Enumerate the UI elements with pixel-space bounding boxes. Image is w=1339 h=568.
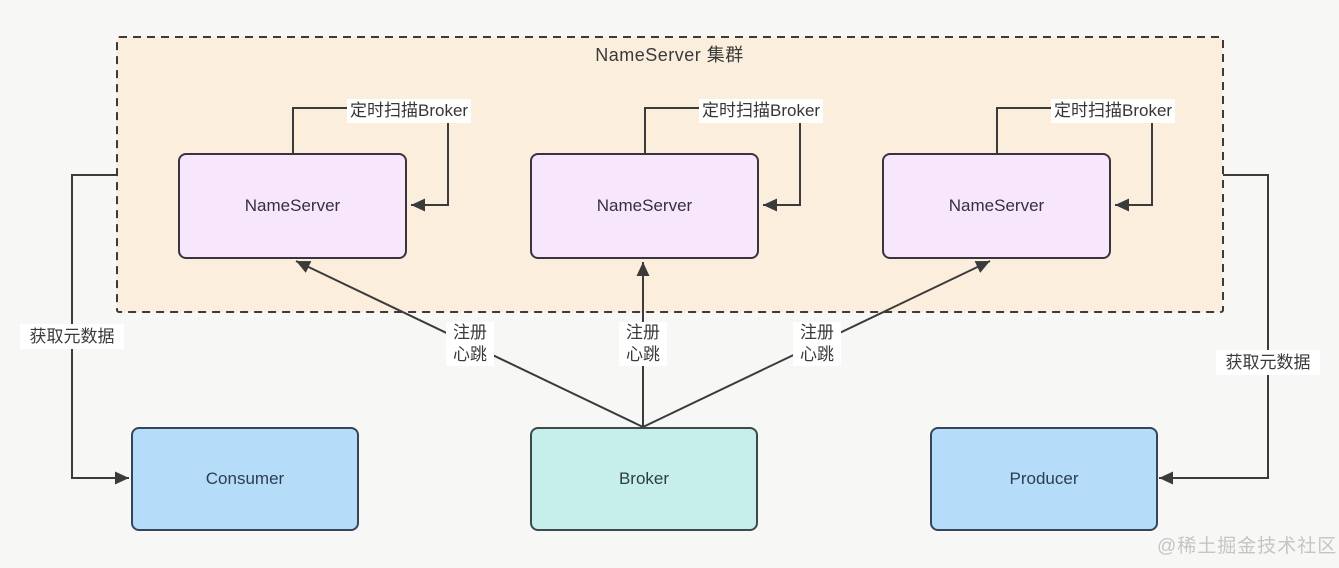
register-heartbeat-label-left: 注册 心跳: [446, 322, 494, 366]
consumer-node: Consumer: [131, 427, 359, 531]
edge-scan-loop-out-2: [644, 107, 704, 154]
cluster-title: NameServer 集群: [595, 45, 744, 65]
watermark: @稀土掘金技术社区: [1157, 536, 1338, 557]
broker-node-label: Broker: [618, 469, 670, 488]
edge-scan-loop-in-3: [1115, 122, 1153, 212]
producer-node-label: Producer: [1009, 469, 1079, 488]
heartbeat-label: 心跳: [793, 344, 841, 366]
register-heartbeat-label-middle: 注册 心跳: [619, 322, 667, 366]
edge-scan-loop-in-1: [411, 122, 449, 212]
register-label: 注册: [619, 322, 667, 344]
heartbeat-label: 心跳: [446, 344, 494, 366]
nameserver-node-label: NameServer: [948, 196, 1045, 215]
scan-broker-label-3: 定时扫描Broker: [1051, 99, 1176, 123]
nameserver-node-3: NameServer: [882, 153, 1111, 259]
heartbeat-label: 心跳: [619, 344, 667, 366]
edge-scan-loop-in-2: [763, 122, 801, 212]
register-heartbeat-label-right: 注册 心跳: [793, 322, 841, 366]
nameserver-node-2: NameServer: [530, 153, 759, 259]
nameserver-node-label: NameServer: [244, 196, 341, 215]
register-label: 注册: [446, 322, 494, 344]
nameserver-node-1: NameServer: [178, 153, 407, 259]
producer-node: Producer: [930, 427, 1158, 531]
nameserver-node-label: NameServer: [596, 196, 693, 215]
metadata-label-right: 获取元数据: [1216, 350, 1320, 375]
edge-scan-loop-out-3: [996, 107, 1056, 154]
consumer-node-label: Consumer: [205, 469, 285, 488]
scan-broker-label-1: 定时扫描Broker: [347, 99, 472, 123]
broker-node: Broker: [530, 427, 758, 531]
register-label: 注册: [793, 322, 841, 344]
metadata-label-left: 获取元数据: [20, 324, 124, 349]
edge-scan-loop-out-1: [292, 107, 352, 154]
edge-metadata-producer: [1159, 174, 1269, 485]
scan-broker-label-2: 定时扫描Broker: [699, 99, 824, 123]
